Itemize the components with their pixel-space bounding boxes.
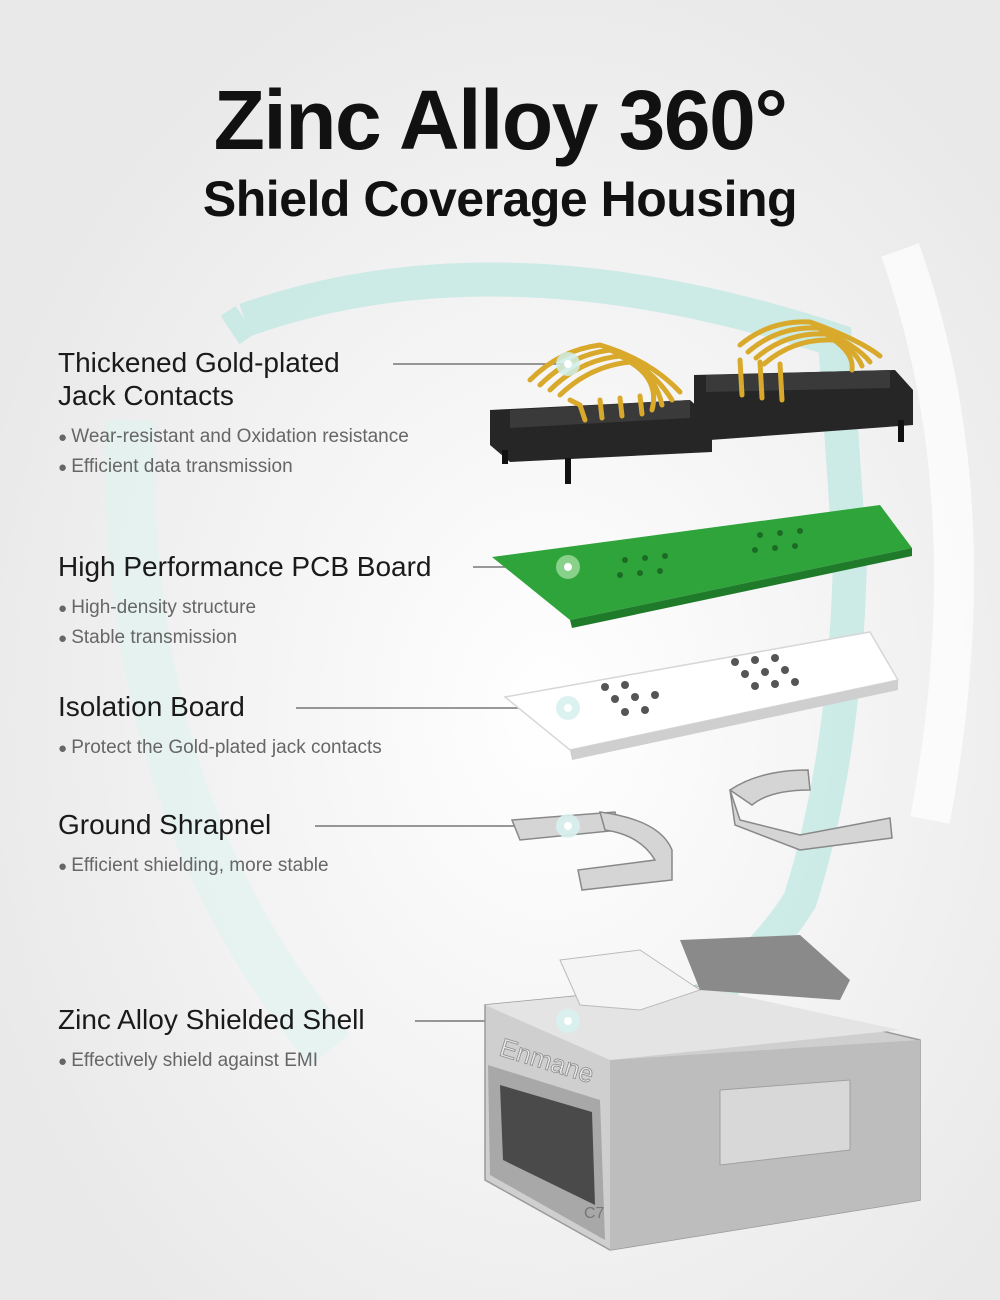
isolation-board-part [503,631,900,760]
page-subtitle: Shield Coverage Housing [202,171,798,227]
component-shell: Zinc Alloy Shielded Shell Effectively sh… [58,1003,365,1076]
component-shrapnel-name: Ground Shrapnel [58,809,272,840]
component-isolation: Isolation Board Protect the Gold-plated … [58,690,382,763]
shielded-shell-part [484,935,921,1251]
component-isolation-name: Isolation Board [58,691,245,722]
component-contacts-bullet: Efficient data transmission [58,452,409,482]
shell-marking-text: C7 [584,1205,605,1222]
component-pcb-bullet: High-density structure [58,593,432,623]
pcb-board-part [492,505,912,628]
component-isolation-bullet: Protect the Gold-plated jack contacts [58,733,382,763]
component-contacts: Thickened Gold-plated Jack Contacts Wear… [58,346,409,482]
jack-contacts-part [490,319,913,484]
component-shrapnel-bullet: Efficient shielding, more stable [58,851,328,881]
component-shell-name: Zinc Alloy Shielded Shell [58,1004,365,1035]
component-shrapnel: Ground Shrapnel Efficient shielding, mor… [58,808,329,881]
component-pcb-name: High Performance PCB Board [58,551,432,582]
page-title: Zinc Alloy 360° [213,73,788,167]
component-contacts-name: Thickened Gold-plated [58,347,340,378]
component-shell-bullet: Effectively shield against EMI [58,1046,365,1076]
ground-shrapnel-part [510,769,893,891]
component-contacts-name-line2: Jack Contacts [58,380,234,411]
component-pcb-bullet: Stable transmission [58,623,432,653]
component-contacts-bullet: Wear-resistant and Oxidation resistance [58,422,409,452]
component-pcb: High Performance PCB Board High-density … [58,550,432,653]
